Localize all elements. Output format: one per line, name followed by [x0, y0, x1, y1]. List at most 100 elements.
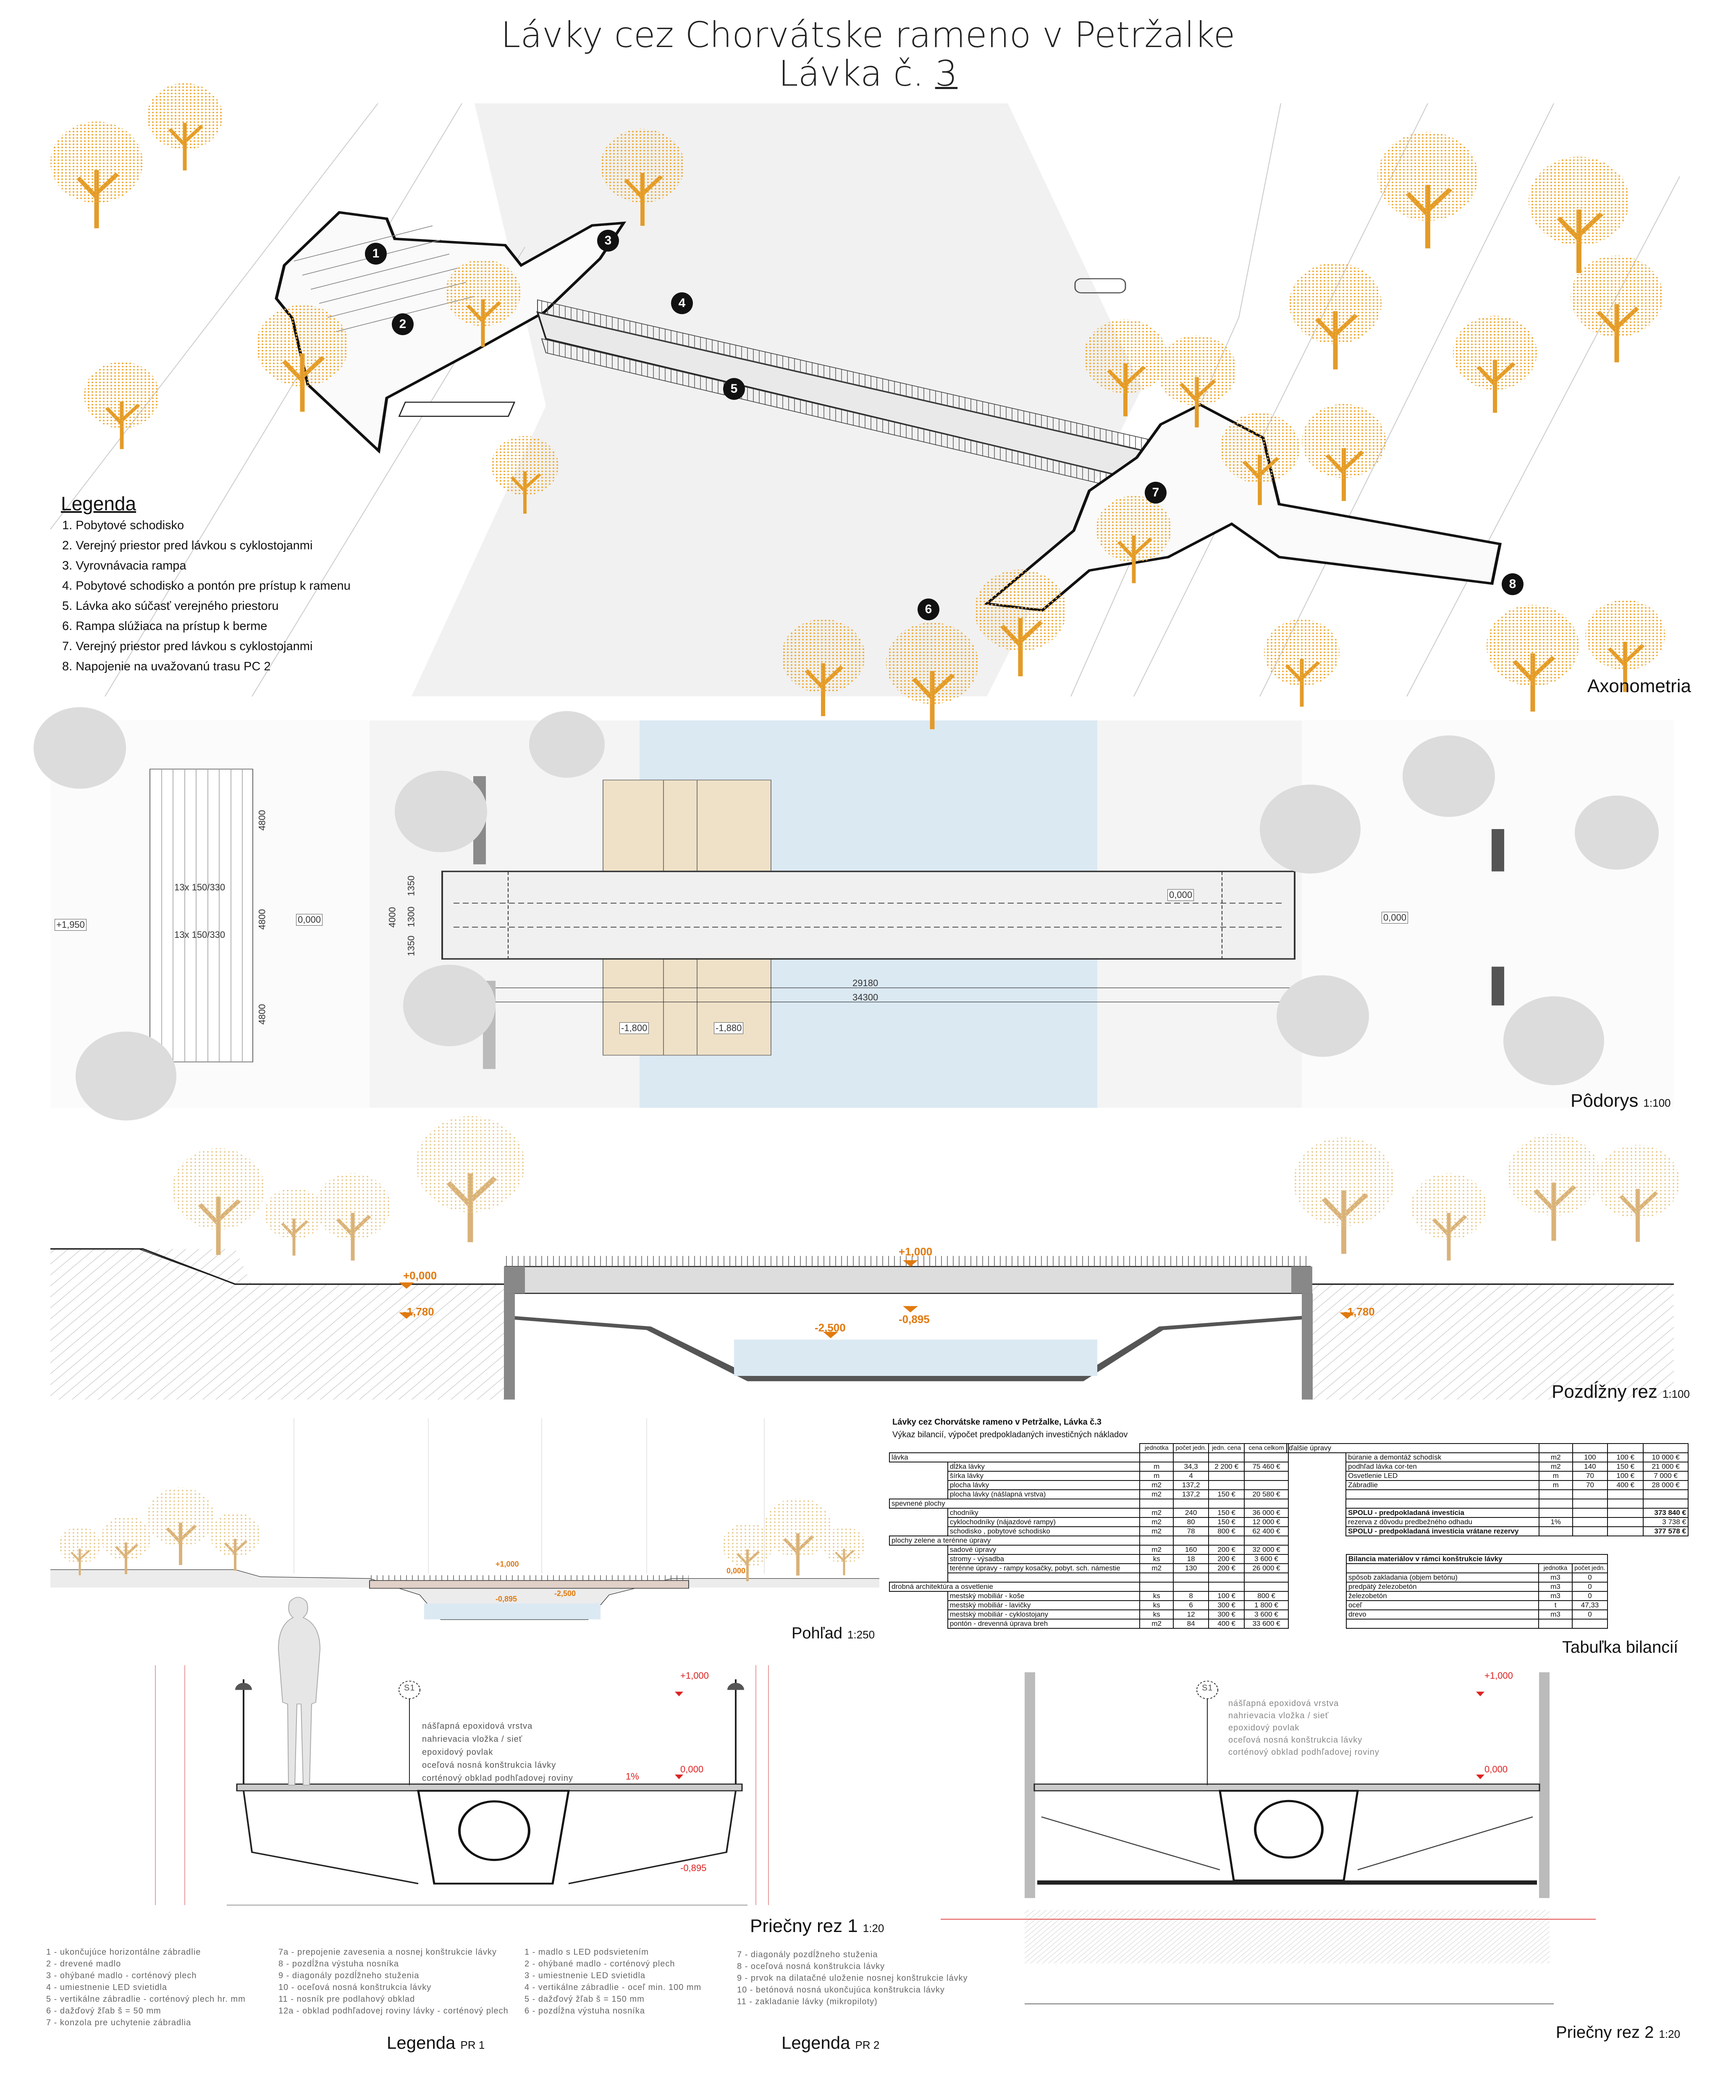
table-cell — [1345, 1619, 1539, 1629]
plan-scale: 1:100 — [1643, 1097, 1671, 1109]
elevation-tree-icon — [722, 1523, 773, 1581]
unit: ks — [1139, 1609, 1174, 1620]
layer-label: epoxidový povlak — [422, 1748, 493, 1757]
section-tree-icon — [315, 1173, 391, 1261]
unit: m — [1139, 1462, 1174, 1472]
elev-level-water: -2,500 — [554, 1589, 576, 1598]
legend-item: 5. Lávka ako súčasť verejného priestoru — [62, 599, 279, 613]
legend-entry: 1 - madlo s LED podsvietením — [524, 1948, 649, 1957]
section-tree-icon — [416, 1116, 525, 1242]
total-label: SPOLU - predpokladaná investícia vrátane… — [1345, 1526, 1539, 1536]
section-tree-icon — [265, 1187, 323, 1256]
legend-item: 4. Pobytové schodisko a pontón pre príst… — [62, 579, 351, 593]
tree-icon — [1083, 319, 1167, 417]
legend-entry: 6 - dažďový žľab š = 50 mm — [46, 2006, 161, 2016]
total-price — [1643, 1489, 1689, 1499]
unit: ks — [1139, 1591, 1174, 1601]
item-label — [1345, 1499, 1539, 1509]
item-label: sadové úpravy — [947, 1545, 1141, 1555]
unit: m2 — [1139, 1517, 1174, 1527]
table-cell — [1607, 1526, 1644, 1536]
unit: m2 — [1139, 1545, 1174, 1555]
indent-cell — [889, 1564, 948, 1573]
table-cell — [1572, 1526, 1608, 1536]
unit: m2 — [1139, 1480, 1174, 1490]
marker-4: 4 — [671, 292, 693, 314]
legend-entry: 8 - oceľová nosná konštrukcia lávky — [737, 1962, 885, 1971]
marker-8: 8 — [1502, 573, 1524, 595]
quantity: 34,3 — [1173, 1462, 1209, 1472]
legend-entry: 2 - drevené madlo — [46, 1959, 121, 1969]
unit-price: 100 € — [1208, 1591, 1245, 1601]
legend-entry: 8 - pozdĺžna výstuha nosníka — [278, 1959, 399, 1969]
group-label: lávka — [889, 1452, 1141, 1462]
indent-cell — [889, 1591, 948, 1601]
legend-item: 6. Rampa slúžiaca na prístup k berme — [62, 620, 267, 633]
plan-tree-icon — [395, 770, 487, 853]
total-unit — [1538, 1508, 1573, 1518]
plan-steps-2: 13x 150/330 — [174, 929, 226, 940]
legend-entry: 9 - diagonály pozdĺžneho stuženia — [278, 1971, 420, 1980]
legend-entry: 2 - ohýbané madlo - corténový plech — [524, 1959, 675, 1969]
total-price — [1244, 1572, 1289, 1583]
legend-pr1-suffix: PR 1 — [460, 2039, 485, 2051]
tree-icon — [1571, 255, 1663, 362]
bridge-number: 3 — [935, 53, 958, 94]
unit: m2 — [1538, 1452, 1573, 1462]
quantity — [1572, 1499, 1608, 1509]
tree-icon — [1453, 315, 1537, 413]
cs1-slope: 1% — [626, 1771, 639, 1782]
indent-cell — [889, 1573, 948, 1582]
quantity — [1572, 1489, 1608, 1499]
unit-price: 2 200 € — [1208, 1462, 1245, 1472]
quantity: 80 — [1173, 1517, 1209, 1527]
plan-level-pontoon-left: -1,800 — [619, 1022, 649, 1034]
item-label: podhľad lávka cor-ten — [1345, 1462, 1539, 1472]
quantity: 47,33 — [1571, 1600, 1608, 1610]
total-price: 12 000 € — [1244, 1517, 1289, 1527]
legend-entry: 7 - konzola pre uchytenie zábradlia — [46, 2018, 191, 2027]
elevation-markers — [399, 1260, 1355, 1339]
group-label: spevnené plochy — [889, 1499, 1141, 1509]
indent-cell — [1287, 1499, 1347, 1508]
unit-price — [1607, 1499, 1644, 1509]
item-label: plocha lávky (nášlapná vrstva) — [947, 1489, 1141, 1499]
unit: m — [1538, 1480, 1573, 1490]
unit-price: 200 € — [1208, 1563, 1245, 1573]
tree-icon — [256, 305, 349, 412]
tree-icon — [491, 436, 559, 514]
tree-icon — [1157, 335, 1237, 428]
cs2-level-top: +1,000 — [1484, 1670, 1513, 1681]
tree-group — [34, 83, 1680, 1581]
unit-price — [1208, 1480, 1245, 1490]
table-cell — [1345, 1563, 1539, 1573]
total-unit — [1538, 1526, 1573, 1536]
quantity: 0 — [1571, 1591, 1608, 1601]
axon-legend-title: Legenda — [61, 493, 136, 514]
indent-cell — [1287, 1527, 1347, 1536]
cs1-scale: 1:20 — [863, 1922, 884, 1935]
table-cell — [1173, 1499, 1209, 1509]
layer-label: oceľová nosná konštrukcia lávky — [422, 1761, 556, 1770]
plan-dim-stairs-top: 4800 — [257, 810, 267, 831]
table-cell — [1208, 1582, 1245, 1592]
table-cell — [1173, 1536, 1209, 1546]
quantity: 4 — [1173, 1471, 1209, 1481]
table-subtitle: Výkaz bilancií, výpočet predpokladaných … — [892, 1430, 1128, 1439]
cs1-detail-tag: S1 — [404, 1683, 415, 1693]
unit-price — [1607, 1489, 1644, 1499]
total-price: 3 600 € — [1244, 1554, 1289, 1564]
elevation-tree-icon — [59, 1527, 101, 1575]
plan-tree-icon — [1403, 735, 1495, 817]
legend-entry: 4 - umiestnenie LED svietidla — [46, 1983, 168, 1992]
